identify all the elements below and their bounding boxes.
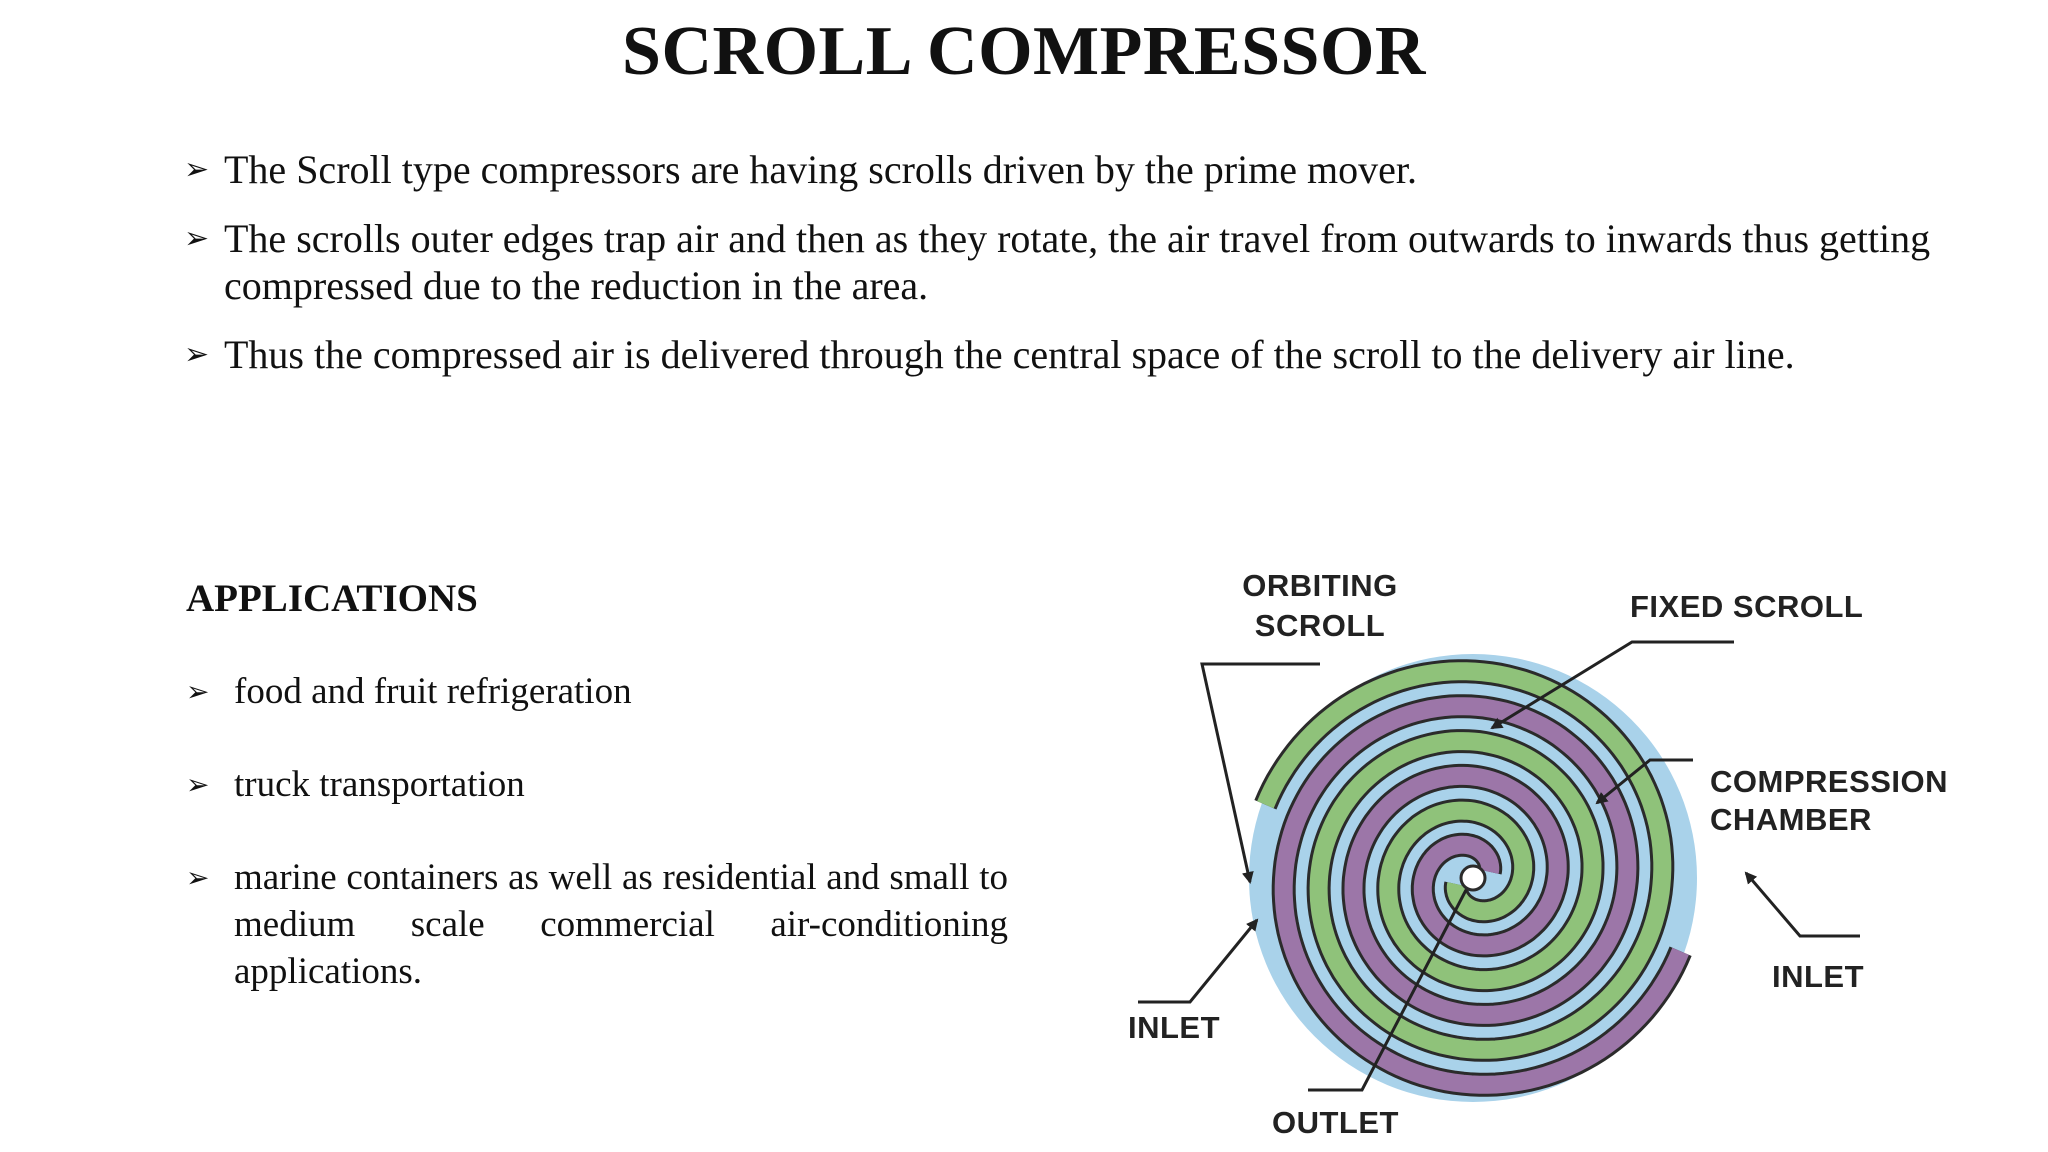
fixed-scroll-leader: [1490, 640, 1734, 730]
application-text: food and fruit refrigeration: [234, 671, 632, 712]
inlet-left-label: INLET: [1128, 1010, 1220, 1045]
list-item: ➢ The Scroll type compressors are having…: [184, 146, 1964, 193]
arrow-bullet-icon: ➢: [186, 768, 210, 801]
page-title: SCROLL COMPRESSOR: [622, 13, 1426, 90]
arrow-bullet-icon: ➢: [184, 337, 210, 372]
arrow-bullet-icon: ➢: [186, 861, 210, 894]
scroll-compressor-diagram: ORBITING SCROLL FIXED SCROLL COMPRESSION…: [1110, 560, 1990, 1152]
inlet-right-label: INLET: [1772, 959, 1864, 994]
applications-heading: APPLICATIONS: [186, 577, 478, 620]
description-list: ➢ The Scroll type compressors are having…: [184, 146, 1964, 400]
arrow-bullet-icon: ➢: [184, 221, 210, 256]
arrow-bullet-icon: ➢: [184, 152, 210, 187]
outlet-label: OUTLET: [1272, 1105, 1399, 1140]
fixed-scroll: [1274, 697, 1689, 1094]
application-text: marine containers as well as residential…: [234, 857, 1008, 992]
application-text: truck transportation: [234, 764, 525, 805]
list-item: ➢ marine containers as well as residenti…: [186, 854, 1008, 995]
outlet-port: [1459, 864, 1487, 892]
orbiting-scroll-label-line2: SCROLL: [1255, 608, 1385, 643]
compression-chamber-label-line1: COMPRESSION: [1710, 764, 1948, 799]
list-item: ➢ food and fruit refrigeration: [186, 668, 1008, 715]
orbiting-scroll-leader: [1200, 662, 1320, 884]
compression-chamber-leader: [1595, 758, 1693, 805]
inlet-right-leader: [1744, 871, 1860, 938]
orbiting-scroll-label-line1: ORBITING: [1242, 568, 1398, 603]
arrow-bullet-icon: ➢: [186, 675, 210, 708]
bullet-text: The Scroll type compressors are having s…: [224, 147, 1418, 192]
outlet-leader: [1308, 889, 1468, 1092]
inlet-left-leader: [1138, 918, 1259, 1004]
diagram-svg: ORBITING SCROLL FIXED SCROLL COMPRESSION…: [1128, 568, 1948, 1140]
list-item: ➢ truck transportation: [186, 761, 1008, 808]
list-item: ➢ The scrolls outer edges trap air and t…: [184, 215, 1964, 309]
compression-chamber-label-line2: CHAMBER: [1710, 802, 1872, 837]
applications-list: ➢ food and fruit refrigeration ➢ truck t…: [186, 668, 1008, 1041]
bullet-text: Thus the compressed air is delivered thr…: [224, 332, 1795, 377]
fixed-scroll-label: FIXED SCROLL: [1630, 589, 1863, 624]
bullet-text: The scrolls outer edges trap air and the…: [224, 216, 1931, 308]
list-item: ➢ Thus the compressed air is delivered t…: [184, 331, 1964, 378]
orbiting-scroll: [1257, 662, 1672, 1059]
